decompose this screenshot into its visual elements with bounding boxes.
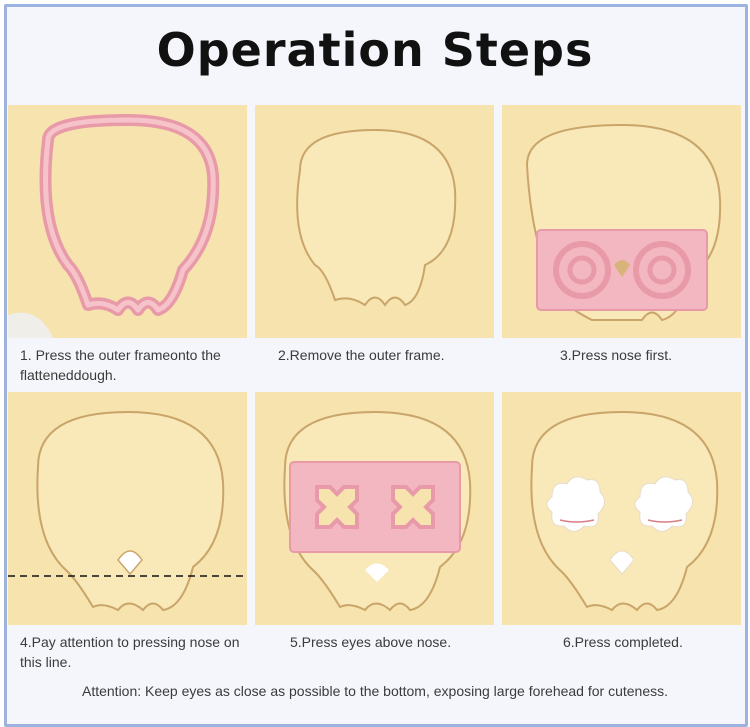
- completed-skull-photo: [502, 392, 741, 625]
- step-5-image: [255, 392, 494, 625]
- step-6-caption: 6.Press completed.: [563, 634, 683, 650]
- step-6-image: [502, 392, 741, 625]
- step-5-caption: 5.Press eyes above nose.: [290, 634, 452, 650]
- attention-note: Attention: Keep eyes as close as possibl…: [81, 683, 669, 699]
- step-1-caption: 1. Press the outer frameonto the flatten…: [20, 347, 221, 383]
- step-4-caption: 4.Pay attention to pressing nose on this…: [20, 634, 240, 670]
- page-title: Operation Steps: [156, 23, 594, 77]
- step-2-image: [255, 105, 494, 338]
- outer-frame-cutter-photo: [8, 105, 247, 338]
- outer-cut-outline-photo: [255, 105, 494, 338]
- step-3-image: [502, 105, 741, 338]
- nose-line-photo: [8, 392, 247, 625]
- step-3-caption: 3.Press nose first.: [560, 347, 673, 363]
- step-4-image: [8, 392, 247, 625]
- eye-cutter-photo: [255, 392, 494, 625]
- step-1-image: [8, 105, 247, 338]
- step-2-caption: 2.Remove the outer frame.: [278, 347, 445, 363]
- nose-cutter-photo: [502, 105, 741, 338]
